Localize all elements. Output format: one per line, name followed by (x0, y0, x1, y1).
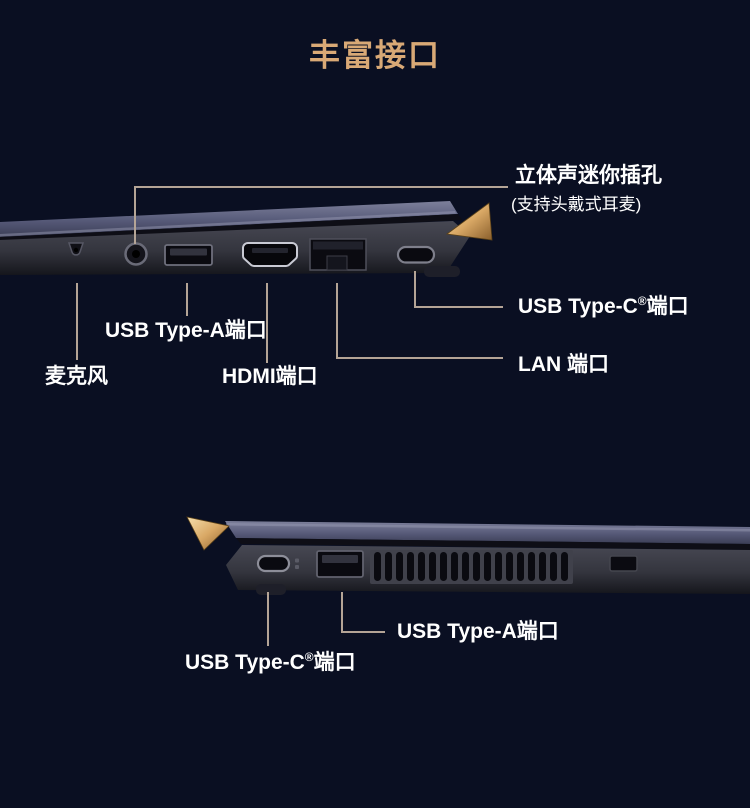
lan-port (309, 238, 367, 271)
microphone-label: 麦克风 (45, 365, 108, 388)
registered-mark: ® (304, 650, 314, 664)
usb-type-a-label-bottom: USB Type-A端口 (397, 620, 559, 643)
laptop-lid-edge (225, 521, 750, 544)
hinge-gap (236, 538, 750, 550)
callout-line-usba-top (186, 283, 188, 316)
gold-hinge-corner (445, 202, 493, 241)
page-title: 丰富接口 (309, 38, 441, 73)
callout-line-usba-bottom-h (341, 631, 385, 633)
cooling-vent (370, 550, 573, 584)
usb-type-a-label-top: USB Type-A端口 (105, 319, 267, 342)
laptop-lid-edge (0, 201, 458, 237)
usb-type-a-port (316, 550, 364, 578)
callout-line-headphone-v (134, 186, 136, 244)
callout-line-lan-h (336, 357, 503, 359)
microphone-hole (67, 242, 85, 256)
laptop-top-side-view (0, 201, 493, 277)
headphone-jack-sublabel: (支持头戴式耳麦) (511, 195, 642, 214)
usb-type-a-port (164, 244, 213, 266)
usb-type-c-port (396, 245, 436, 264)
lid-highlight (226, 523, 750, 532)
headphone-jack-port (124, 242, 148, 266)
gold-hinge-corner (186, 516, 230, 551)
callout-line-usbc-top-v (414, 271, 416, 308)
callout-line-usbc-top-h (414, 306, 503, 308)
laptop-bottom-side-view (186, 516, 750, 595)
hdmi-port (242, 242, 298, 267)
rubber-foot (424, 266, 460, 277)
rubber-foot (256, 584, 286, 595)
callout-line-usbc-bottom (267, 592, 269, 646)
registered-mark: ® (637, 294, 647, 308)
charging-indicator-icon (295, 558, 299, 569)
callout-line-lan-v (336, 283, 338, 359)
security-lock-slot (609, 555, 638, 572)
usb-type-c-label-top: USB Type-C®端口 (518, 294, 689, 318)
headphone-jack-label: 立体声迷你插孔 (515, 164, 662, 187)
usb-type-c-label-bottom: USB Type-C®端口 (185, 650, 356, 674)
hdmi-label: HDMI端口 (222, 365, 318, 388)
callout-line-usba-bottom-v (341, 592, 343, 633)
callout-line-hdmi (266, 283, 268, 363)
callout-line-mic (76, 283, 78, 360)
lan-label: LAN 端口 (518, 353, 609, 376)
callout-line-headphone-h (134, 186, 508, 188)
lid-highlight (0, 211, 456, 237)
usb-type-c-port (256, 554, 291, 573)
